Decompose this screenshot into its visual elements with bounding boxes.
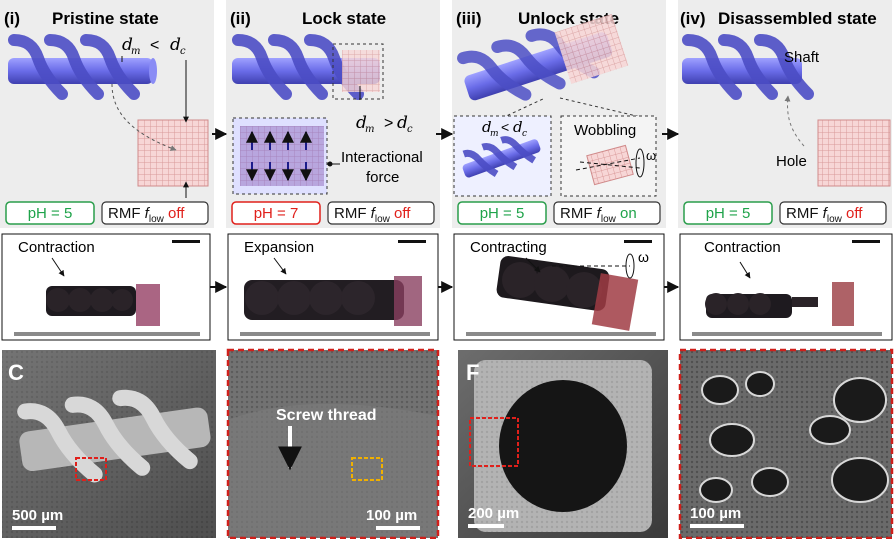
photo-3-label: Contracting [470,239,547,256]
photo-3-specimen [466,253,656,336]
panel-3-inset-left: d m < d c [453,115,552,197]
omega-label-photo: ω [638,249,649,265]
panel-1-screw [8,34,157,100]
hole-label: Hole [776,153,807,170]
sem-c-scale: 500 µm [12,507,63,524]
eq2-lhs: d [356,113,367,133]
condition-boxes: pH = 5 RMF flow off pH = 7 RMF flow off pH =… [5,201,887,225]
panel-1-sleeve [137,119,209,187]
panel-1-equation: d m < d c [122,35,186,57]
panel-4-screw [682,34,814,100]
panel-4-title: Disassembled state [718,9,877,28]
sem-c: C 500 µm [2,350,216,538]
rmf-box-2 [327,201,435,225]
force-label: force [366,169,399,186]
photo-3-scalebar [624,240,652,243]
photo-1-label: Contraction [18,239,95,256]
eq3-lhs: d [482,118,492,136]
photo-2-label: Expansion [244,239,314,256]
interactional-label: Interactional [341,149,423,166]
eq2-lhs-sub: m [365,124,374,135]
top-panels [0,0,892,228]
sem-c-zoom-scalebar [376,526,420,530]
rmf-box-1 [101,201,209,225]
panel-3-inset-right: Wobbling ω [560,115,657,197]
eq2-rhs-sub: c [407,124,413,135]
eq1-lhs-sub: m [131,46,140,57]
panel-titles: (i) Pristine state (ii) Lock state (iii)… [4,9,877,28]
panel-1-bg [0,0,214,228]
photo-1-specimen [14,284,200,336]
photo-4-frame [679,233,893,341]
eq2-rhs: d [397,113,408,133]
panel-1-dash-arrow [111,83,177,151]
sem-f-letter: F [466,360,479,385]
eq3-rhs-sub: c [522,129,527,139]
sem-c-zoom-scale: 100 µm [366,507,417,524]
photo-4-specimen [692,282,882,336]
photo-labels: Contraction Expansion Contracting ω Cont… [18,239,880,279]
rmf-label-1: RMF flow off [108,205,185,225]
sem-f-scalebar [468,524,504,528]
eq1-op: < [150,37,159,54]
ph-label-2: pH = 7 [254,205,299,222]
panel-2-screw [232,34,380,100]
panel-3-screw [457,14,629,101]
eq3-rhs: d [513,118,523,136]
panel-4-bg [678,0,892,228]
sem-f-scale: 200 µm [468,505,519,522]
panel-2-num: (ii) [230,9,251,28]
wobbling-label: Wobbling [574,122,636,139]
panel-3-num: (iii) [456,9,482,28]
sem-f-zoom: 100 µm [678,348,894,539]
rmf-box-4 [779,201,887,225]
ph-box-4 [683,201,773,225]
sem-c-scalebar [12,526,56,530]
rmf-box-3 [553,201,661,225]
zoom-line-left [501,97,546,119]
sem-c-letter: C [8,360,24,385]
eq2-op: > [384,115,393,132]
ph-box-1 [5,201,95,225]
rmf-label-3: RMF flow on [560,205,637,225]
omega-label-top: ω [646,148,656,163]
eq1-lhs: d [122,35,133,55]
panel-1-num: (i) [4,9,20,28]
ph-box-3 [457,201,547,225]
eq1-rhs-sub: c [180,46,186,57]
sem-c-zoom: Screw thread 100 µm [226,348,440,539]
photo-2-scalebar [398,240,426,243]
sem-f: F 200 µm [458,350,668,538]
eq3-op: < [501,119,509,135]
photo-2-specimen [240,276,430,336]
eq1-rhs: d [170,35,181,55]
ph-box-2 [231,201,321,225]
panel-4-num: (iv) [680,9,706,28]
panel-2-zoom-inset [232,117,340,195]
eq3-lhs-sub: m [490,129,499,139]
sem-f-zoom-scalebar [690,524,744,528]
zoom-line-right [559,97,646,119]
sem-f-zoom-scale: 100 µm [690,505,741,522]
screw-thread-label: Screw thread [276,407,376,424]
panel-2-lock-box [332,43,384,100]
panel-4-dash-arrow [784,95,805,147]
panel-2-title: Lock state [302,9,386,28]
rmf-label-4: RMF flow off [786,205,863,225]
panel-4-hole-sleeve [817,119,891,187]
panel-2-equation: d m > d c [356,113,413,135]
ph-label-4: pH = 5 [706,205,751,222]
photo-1-scalebar [172,240,200,243]
panel-1-title: Pristine state [52,9,159,28]
photo-4-scalebar [852,240,880,243]
rmf-label-2: RMF flow off [334,205,411,225]
ph-label-3: pH = 5 [480,205,525,222]
ph-label-1: pH = 5 [28,205,73,222]
photo-4-label: Contraction [704,239,781,256]
shaft-label: Shaft [784,49,820,66]
